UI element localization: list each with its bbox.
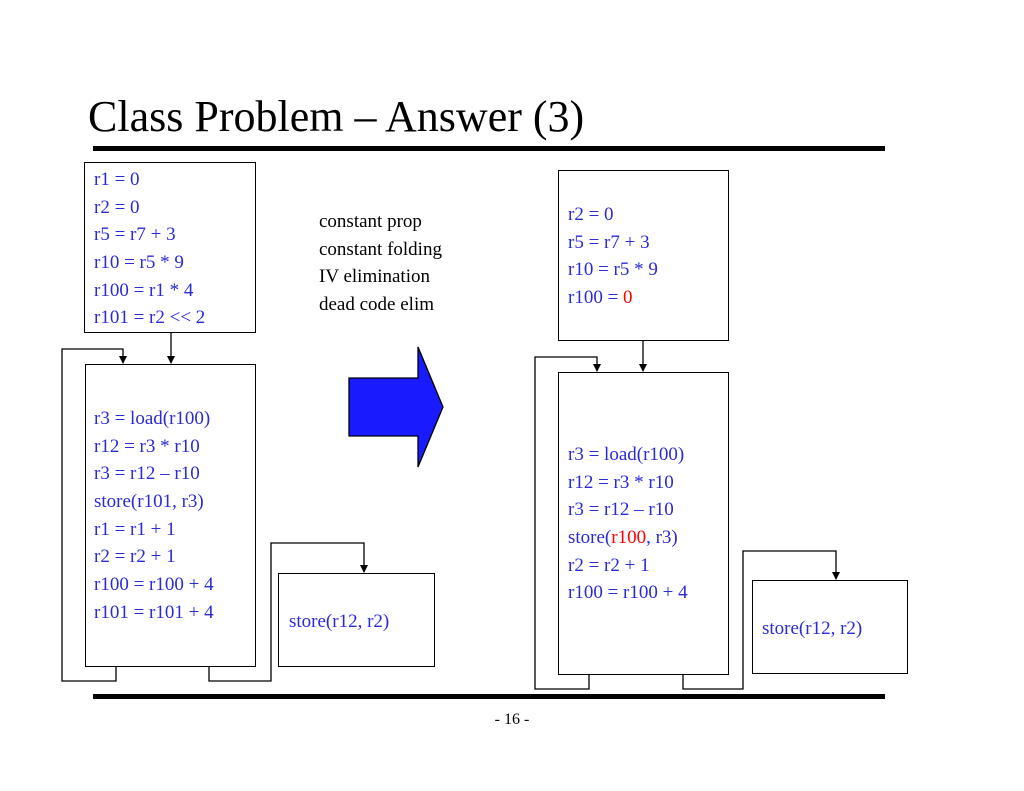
after-exit-edge	[682, 550, 840, 690]
before-preheader-code: r1 = 0 r2 = 0 r5 = r7 + 3 r10 = r5 * 9 r100 …	[94, 166, 205, 332]
optimization-list: constant prop constant folding IV elimin…	[319, 208, 442, 319]
after-back-edge	[534, 356, 601, 690]
code-text: r12 = r3 * r10	[94, 435, 200, 457]
after-preheader-block	[558, 170, 729, 341]
code-line: r2 = r2 + 1	[94, 543, 214, 571]
before-exit-block	[278, 573, 435, 667]
code-text: r3 = r12 – r10	[568, 499, 674, 521]
code-line: store(r12, r2)	[289, 608, 389, 636]
optimization-item: constant prop	[319, 211, 422, 232]
code-text: store(r12, r2)	[762, 618, 863, 639]
code-text: r3 = load(r100)	[94, 408, 211, 429]
code-text: r12 = r3 * r10	[568, 471, 674, 493]
code-line: r12 = r3 * r10	[568, 469, 688, 497]
code-line: r10 = r5 * 9	[568, 256, 658, 284]
code-line: r3 = r12 – r10	[568, 496, 688, 524]
code-text: r1 = 0	[94, 169, 140, 190]
code-highlight: 0	[623, 287, 633, 309]
code-line: r3 = r12 – r10	[94, 460, 214, 488]
code-text: r100 = r1 * 4	[94, 279, 194, 301]
code-text: store(	[568, 527, 612, 549]
code-line: r1 = r1 + 1	[94, 516, 214, 544]
code-text: r100 = r100 + 4	[568, 582, 688, 604]
code-text: r101 = r101 + 4	[94, 601, 214, 623]
code-line: r101 = r2 << 2	[94, 304, 205, 332]
code-text: r5 = r7 + 3	[568, 231, 650, 253]
code-line: r100 = r100 + 4	[568, 579, 688, 607]
code-line: r12 = r3 * r10	[94, 433, 214, 461]
code-text: r2 = r2 + 1	[568, 554, 650, 576]
after-exit-block	[752, 580, 908, 674]
code-line: r2 = 0	[568, 201, 658, 229]
code-text: , r3)	[646, 527, 678, 549]
code-text: r10 = r5 * 9	[568, 259, 658, 281]
title-rule	[93, 146, 885, 151]
code-line: r101 = r101 + 4	[94, 599, 214, 627]
code-line: r5 = r7 + 3	[568, 229, 658, 257]
optimization-item: IV elimination	[319, 266, 430, 288]
optimization-item: constant folding	[319, 238, 442, 260]
optimization-item: dead code elim	[319, 294, 435, 316]
code-text: r101 = r2 << 2	[94, 307, 206, 329]
before-preheader-block	[84, 162, 256, 333]
code-line: r100 = 0	[568, 284, 658, 312]
code-text: r3 = r12 – r10	[94, 463, 200, 485]
code-text: r2 = 0	[94, 196, 140, 218]
code-text: r10 = r5 * 9	[94, 252, 184, 274]
code-text: r2 = 0	[568, 204, 614, 225]
code-text: r100 = r100 + 4	[94, 574, 214, 596]
code-line: r2 = 0	[94, 194, 205, 222]
code-line: r3 = load(r100)	[94, 405, 214, 433]
after-preheader-code: r2 = 0 r5 = r7 + 3 r10 = r5 * 9 r100 = 0	[568, 201, 658, 312]
code-line: r1 = 0	[94, 166, 205, 194]
code-line: store(r100, r3)	[568, 524, 688, 552]
code-line: store(r101, r3)	[94, 488, 214, 516]
code-line: r3 = load(r100)	[568, 441, 688, 469]
before-loop-code: r3 = load(r100) r12 = r3 * r10 r3 = r12 – …	[94, 405, 214, 627]
code-line: r5 = r7 + 3	[94, 221, 205, 249]
before-exit-edge	[208, 542, 368, 682]
slide-title: Class Problem – Answer (3)	[88, 92, 585, 141]
code-line: store(r12, r2)	[762, 615, 862, 643]
after-loop-code: r3 = load(r100) r12 = r3 * r10 r3 = r12 – …	[568, 441, 688, 607]
code-text: r2 = r2 + 1	[94, 546, 176, 568]
code-text: r1 = r1 + 1	[94, 518, 176, 540]
before-back-edge	[61, 348, 127, 682]
code-line: r100 = r1 * 4	[94, 277, 205, 305]
before-loop-block	[85, 364, 256, 667]
code-line: r2 = r2 + 1	[568, 552, 688, 580]
page-number: - 16 -	[494, 711, 530, 728]
after-loop-block	[558, 372, 729, 675]
after-exit-code: store(r12, r2)	[762, 615, 862, 643]
code-text: r5 = r7 + 3	[94, 224, 176, 246]
code-line: r10 = r5 * 9	[94, 249, 205, 277]
code-text: r100 =	[568, 287, 624, 309]
code-text: r3 = load(r100)	[568, 444, 685, 465]
footer-rule	[93, 694, 885, 699]
before-exit-code: store(r12, r2)	[289, 608, 389, 636]
code-line: r100 = r100 + 4	[94, 571, 214, 599]
code-highlight: r100	[611, 527, 647, 549]
transform-arrow-icon	[348, 346, 444, 468]
code-text: store(r12, r2)	[289, 611, 390, 632]
code-text: store(r101, r3)	[94, 491, 204, 513]
